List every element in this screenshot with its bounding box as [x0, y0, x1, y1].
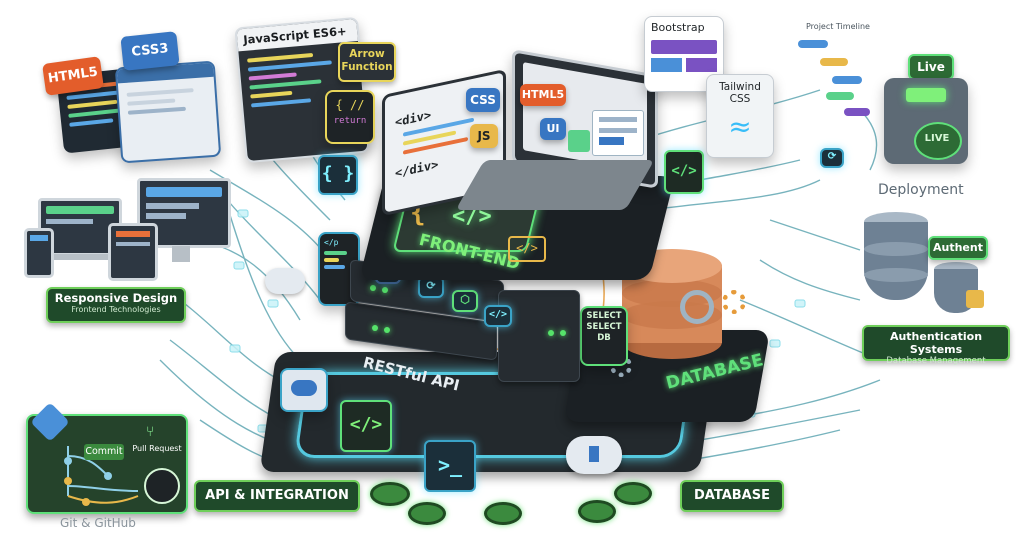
curly-braces-icon: { }	[318, 155, 358, 195]
tailwind-card: Tailwind CSS ≈	[706, 74, 774, 158]
cloud-icon	[265, 268, 305, 294]
deployment-label: Deployment	[878, 182, 964, 198]
pull-request-label: Pull Request	[132, 444, 182, 453]
pull-request-icon: ⑂	[146, 424, 155, 440]
laptop-keyboard	[455, 160, 655, 210]
green-pad	[578, 500, 616, 523]
responsive-design-label: Responsive Design Frontend Technologies	[46, 287, 186, 323]
live-tag: Live	[908, 54, 954, 80]
status-led	[370, 285, 376, 291]
server-rack-right	[498, 290, 580, 382]
deployment-server-box: LIVE	[884, 78, 968, 164]
auth-database-stack-icon	[864, 212, 944, 312]
code-tag-orange-icon: </>	[508, 236, 546, 262]
status-led	[548, 330, 554, 336]
cloud-tile	[280, 368, 328, 412]
green-pad	[408, 502, 446, 525]
green-pad	[484, 502, 522, 525]
ui-tag: UI	[540, 118, 566, 140]
arrow-function-badge: Arrow Function	[338, 42, 396, 82]
gear-icon-orange	[722, 290, 746, 314]
refresh-small-icon: ⟳	[820, 148, 844, 168]
bootstrap-card: Bootstrap	[644, 16, 724, 92]
authent-tag: Authent	[928, 236, 988, 260]
ui-form-preview	[592, 110, 644, 156]
html5-tag: HTML5	[520, 84, 566, 106]
magnifier-icon	[680, 290, 714, 324]
git-panel: Commit ⑂ Pull Request	[26, 402, 188, 514]
authentication-label: Authentication Systems Database Manageme…	[862, 325, 1010, 366]
return-snippet-card: { // return	[325, 90, 375, 144]
tailwind-logo-icon: ≈	[728, 110, 752, 143]
css-badge: CSS	[466, 88, 500, 112]
green-pad	[370, 482, 410, 506]
commit-button-label: Commit	[84, 444, 124, 460]
ui-green-block	[568, 130, 590, 152]
lock-icon	[966, 290, 984, 308]
tablet-icon	[108, 223, 158, 281]
green-pad	[614, 482, 652, 505]
project-timeline: Project Timeline	[786, 22, 890, 122]
github-logo-icon	[144, 468, 180, 504]
js-badge: JS	[470, 124, 498, 148]
cloud-upload-icon	[566, 436, 622, 474]
sql-select-sign: SELECT SELECT DB	[580, 306, 628, 366]
git-github-label: Git & GitHub	[60, 516, 136, 530]
code-tag-green-icon: </>	[340, 400, 392, 452]
code-tag-icon: </>	[484, 305, 512, 327]
terminal-icon: >_	[424, 440, 476, 492]
css3-badge: CSS3	[120, 31, 180, 71]
status-led	[372, 325, 378, 331]
status-led	[384, 327, 390, 333]
status-led	[382, 287, 388, 293]
database-bottom-label: DATABASE	[680, 480, 784, 512]
css-preview-card	[114, 60, 222, 164]
git-branch-graph	[64, 446, 139, 506]
responsive-devices	[22, 178, 231, 283]
code-tag-tile-icon: </>	[664, 150, 704, 194]
node-icon: ⬡	[452, 290, 478, 312]
phone-icon	[24, 228, 54, 278]
api-integration-label: API & INTEGRATION	[194, 480, 360, 512]
status-led	[560, 330, 566, 336]
